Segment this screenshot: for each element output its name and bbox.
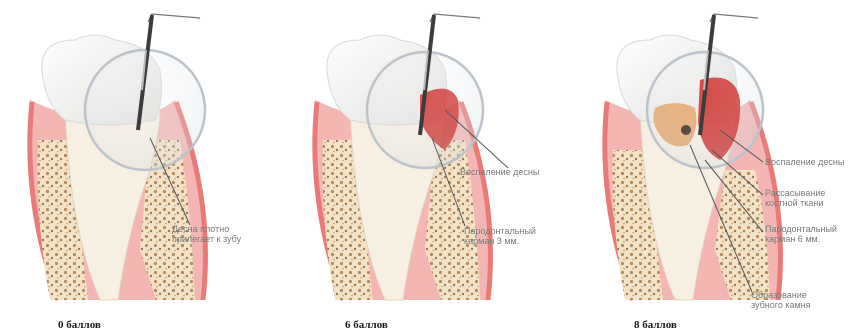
panel-2-illustration [314, 14, 508, 300]
magnifier-lens [367, 52, 483, 168]
panel-3-illustration [604, 14, 782, 300]
panel-1-illustration [29, 14, 207, 300]
callout-pocket-6mm: Пародонтальный карман 6 мм. [765, 224, 837, 244]
callout-gum-tight: Десна плотно прилегает к зубу [172, 224, 241, 244]
callout-bone-resorption: Рассасывание костной ткани [765, 188, 825, 208]
callout-gum-inflammation: Воспаление десны [765, 157, 844, 167]
magnifier-lens [647, 52, 763, 168]
score-label-panel-2: 6 баллов [345, 319, 388, 331]
score-label-panel-3: 8 баллов [634, 319, 677, 331]
callout-tartar-formation: Образование зубного камня [751, 290, 811, 310]
callout-gum-inflammation: Воспаление десны [460, 167, 539, 177]
score-label-panel-1: 0 баллов [58, 319, 101, 331]
callout-pocket-3mm: Пародонтальный карман 3 мм. [464, 226, 536, 246]
